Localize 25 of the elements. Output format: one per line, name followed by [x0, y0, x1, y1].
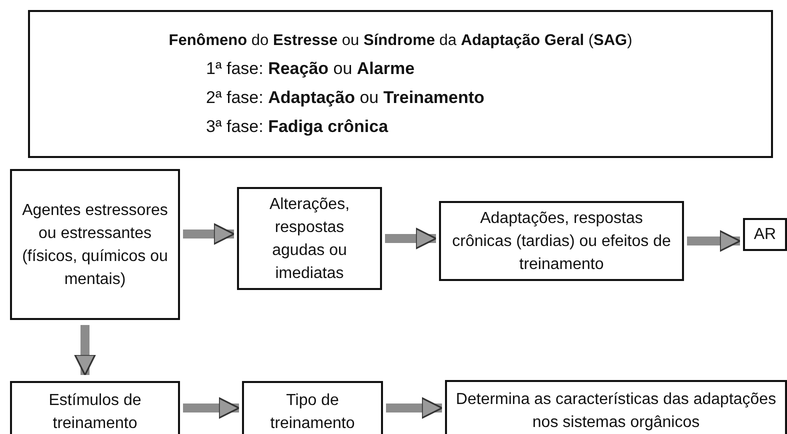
phase-text: 2ª fase: Adaptação ou Treinamento	[205, 86, 486, 108]
block-arrow	[183, 223, 235, 245]
heading: Fenômeno do Estresse ou Síndrome da Adaptação Geral (SAG)	[168, 30, 634, 50]
block-arrow	[386, 397, 443, 419]
process-box	[10, 169, 180, 320]
process-box	[445, 380, 787, 434]
block-arrow	[74, 325, 96, 376]
process-box	[237, 187, 382, 290]
box-text: Determina as características das adaptações nos sistemas orgânicos	[454, 390, 778, 433]
phase-text: 1ª fase: Reação ou Alarme	[205, 58, 416, 80]
process-box	[439, 201, 684, 281]
process-box	[242, 381, 383, 434]
process-box	[10, 381, 180, 434]
box-text: AR	[752, 225, 778, 245]
block-arrow	[687, 230, 741, 252]
box-text: Adaptações, respostas crônicas (tardias) ou efeitos de treinamento	[451, 208, 672, 274]
box-text: Tipo de treinamento	[269, 391, 356, 434]
box-text: Agentes estressores ou estressantes (físicos, químicos ou mentais)	[21, 200, 169, 290]
block-arrow	[385, 228, 437, 250]
block-arrow	[183, 397, 240, 419]
phase-text: 3ª fase: Fadiga crônica	[205, 116, 390, 138]
title-panel	[28, 10, 773, 158]
box-text: Alterações, respostas agudas ou imediatas	[268, 194, 351, 284]
process-box	[743, 218, 787, 251]
box-text: Estímulos de treinamento	[48, 391, 142, 434]
